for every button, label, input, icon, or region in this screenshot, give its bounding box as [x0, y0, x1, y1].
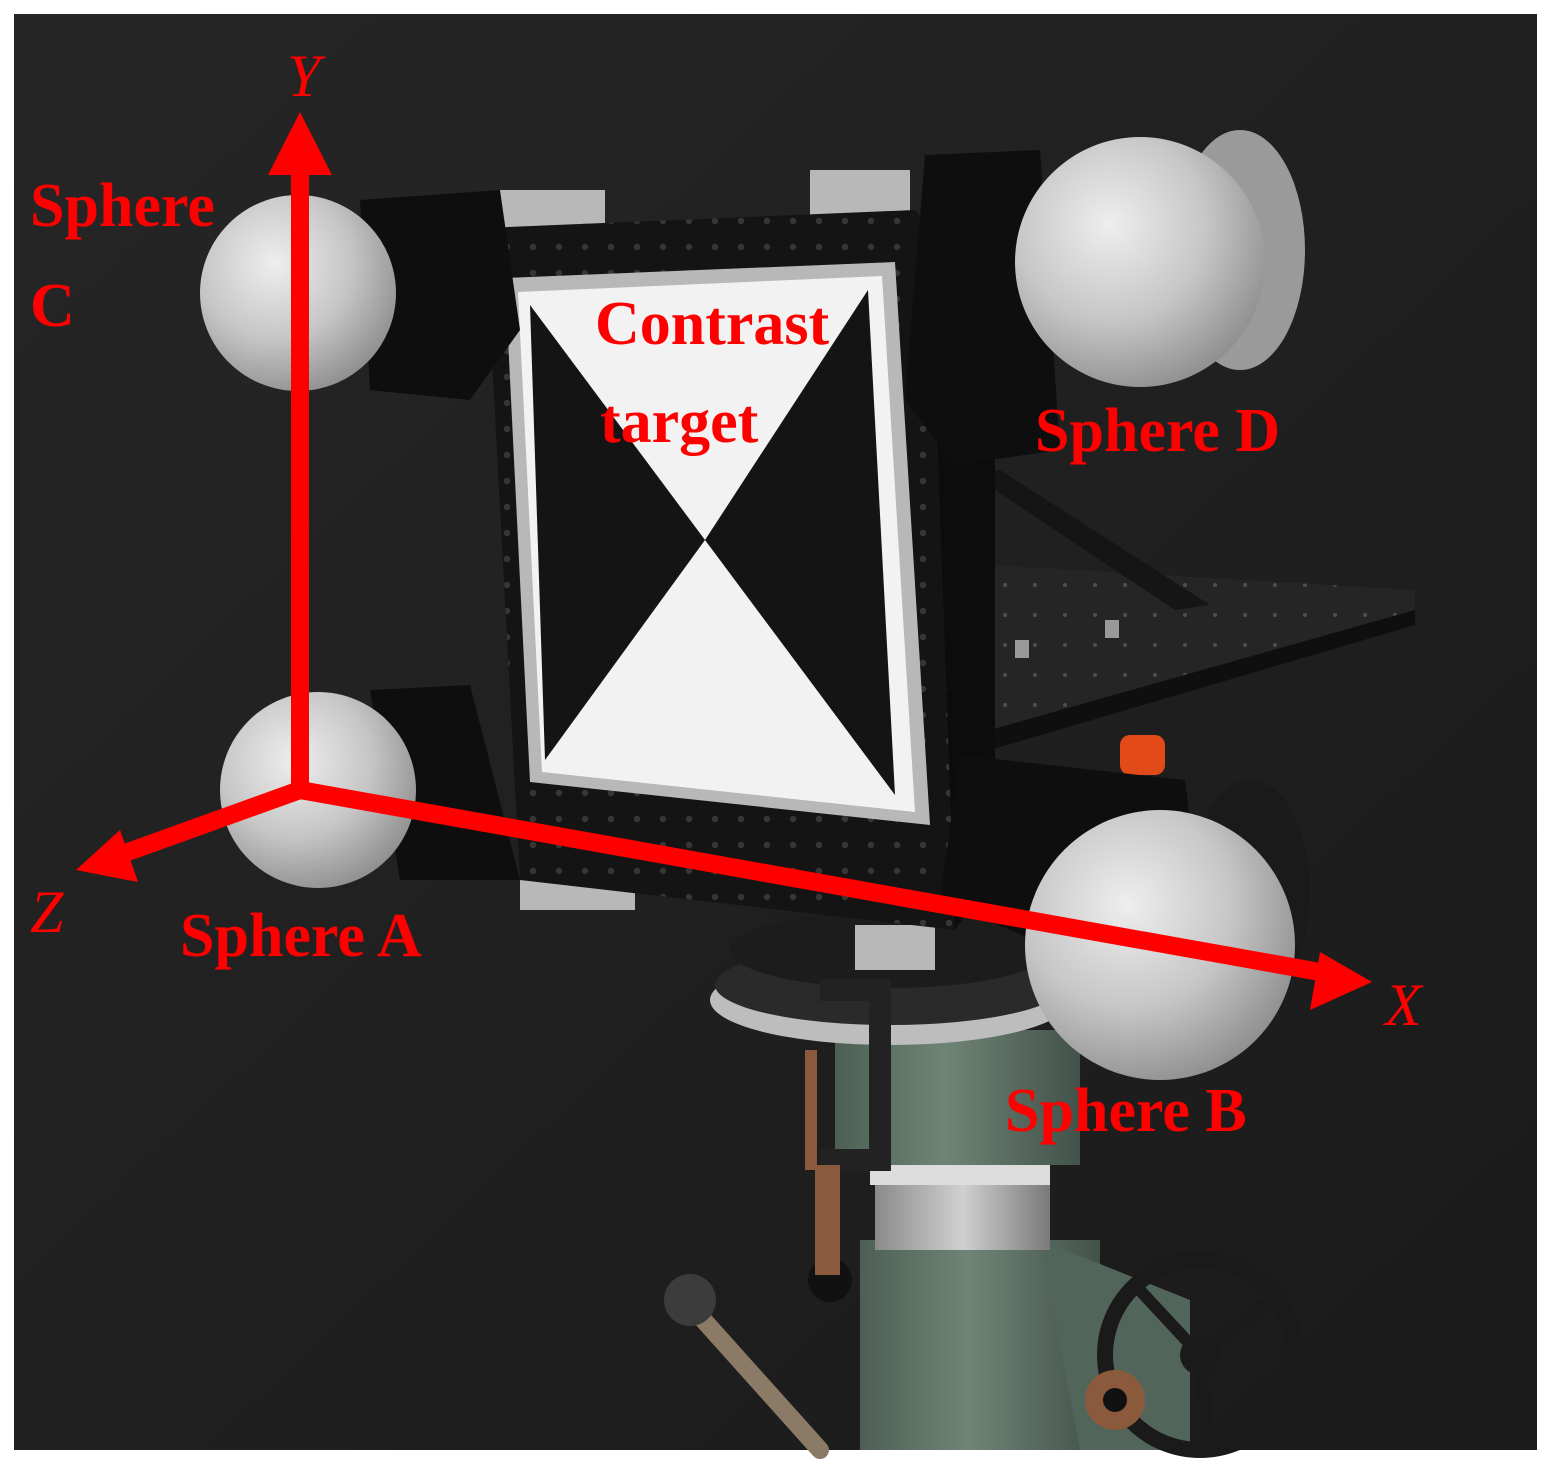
sphere-b-label: Sphere B	[1005, 1077, 1247, 1145]
z-axis-arrowhead	[76, 830, 138, 882]
x-axis-arrowhead	[1310, 952, 1372, 1010]
y-axis-label: Y	[287, 43, 321, 109]
sphere-c-label-line2: C	[30, 272, 75, 340]
optical-breadboard	[965, 470, 1415, 775]
x-axis	[298, 781, 1322, 981]
coordinate-axes	[76, 112, 1372, 1010]
sphere-d-ball	[1015, 130, 1305, 387]
target-frame	[485, 170, 995, 970]
y-axis-arrowhead	[268, 112, 332, 175]
z-axis-label: Z	[30, 879, 64, 945]
target-black-right	[705, 290, 895, 795]
sphere-c-label-line1: Sphere	[30, 172, 215, 240]
contrast-target-label-line2: target	[600, 388, 759, 456]
z-axis	[121, 781, 304, 862]
sphere-a-label: Sphere A	[180, 902, 422, 970]
x-axis-label: X	[1385, 972, 1422, 1038]
target-black-left	[530, 305, 705, 760]
pedestal	[664, 912, 1303, 1459]
sphere-d-label: Sphere D	[1035, 397, 1281, 465]
contrast-target-label-line1: Contrast	[595, 290, 830, 358]
